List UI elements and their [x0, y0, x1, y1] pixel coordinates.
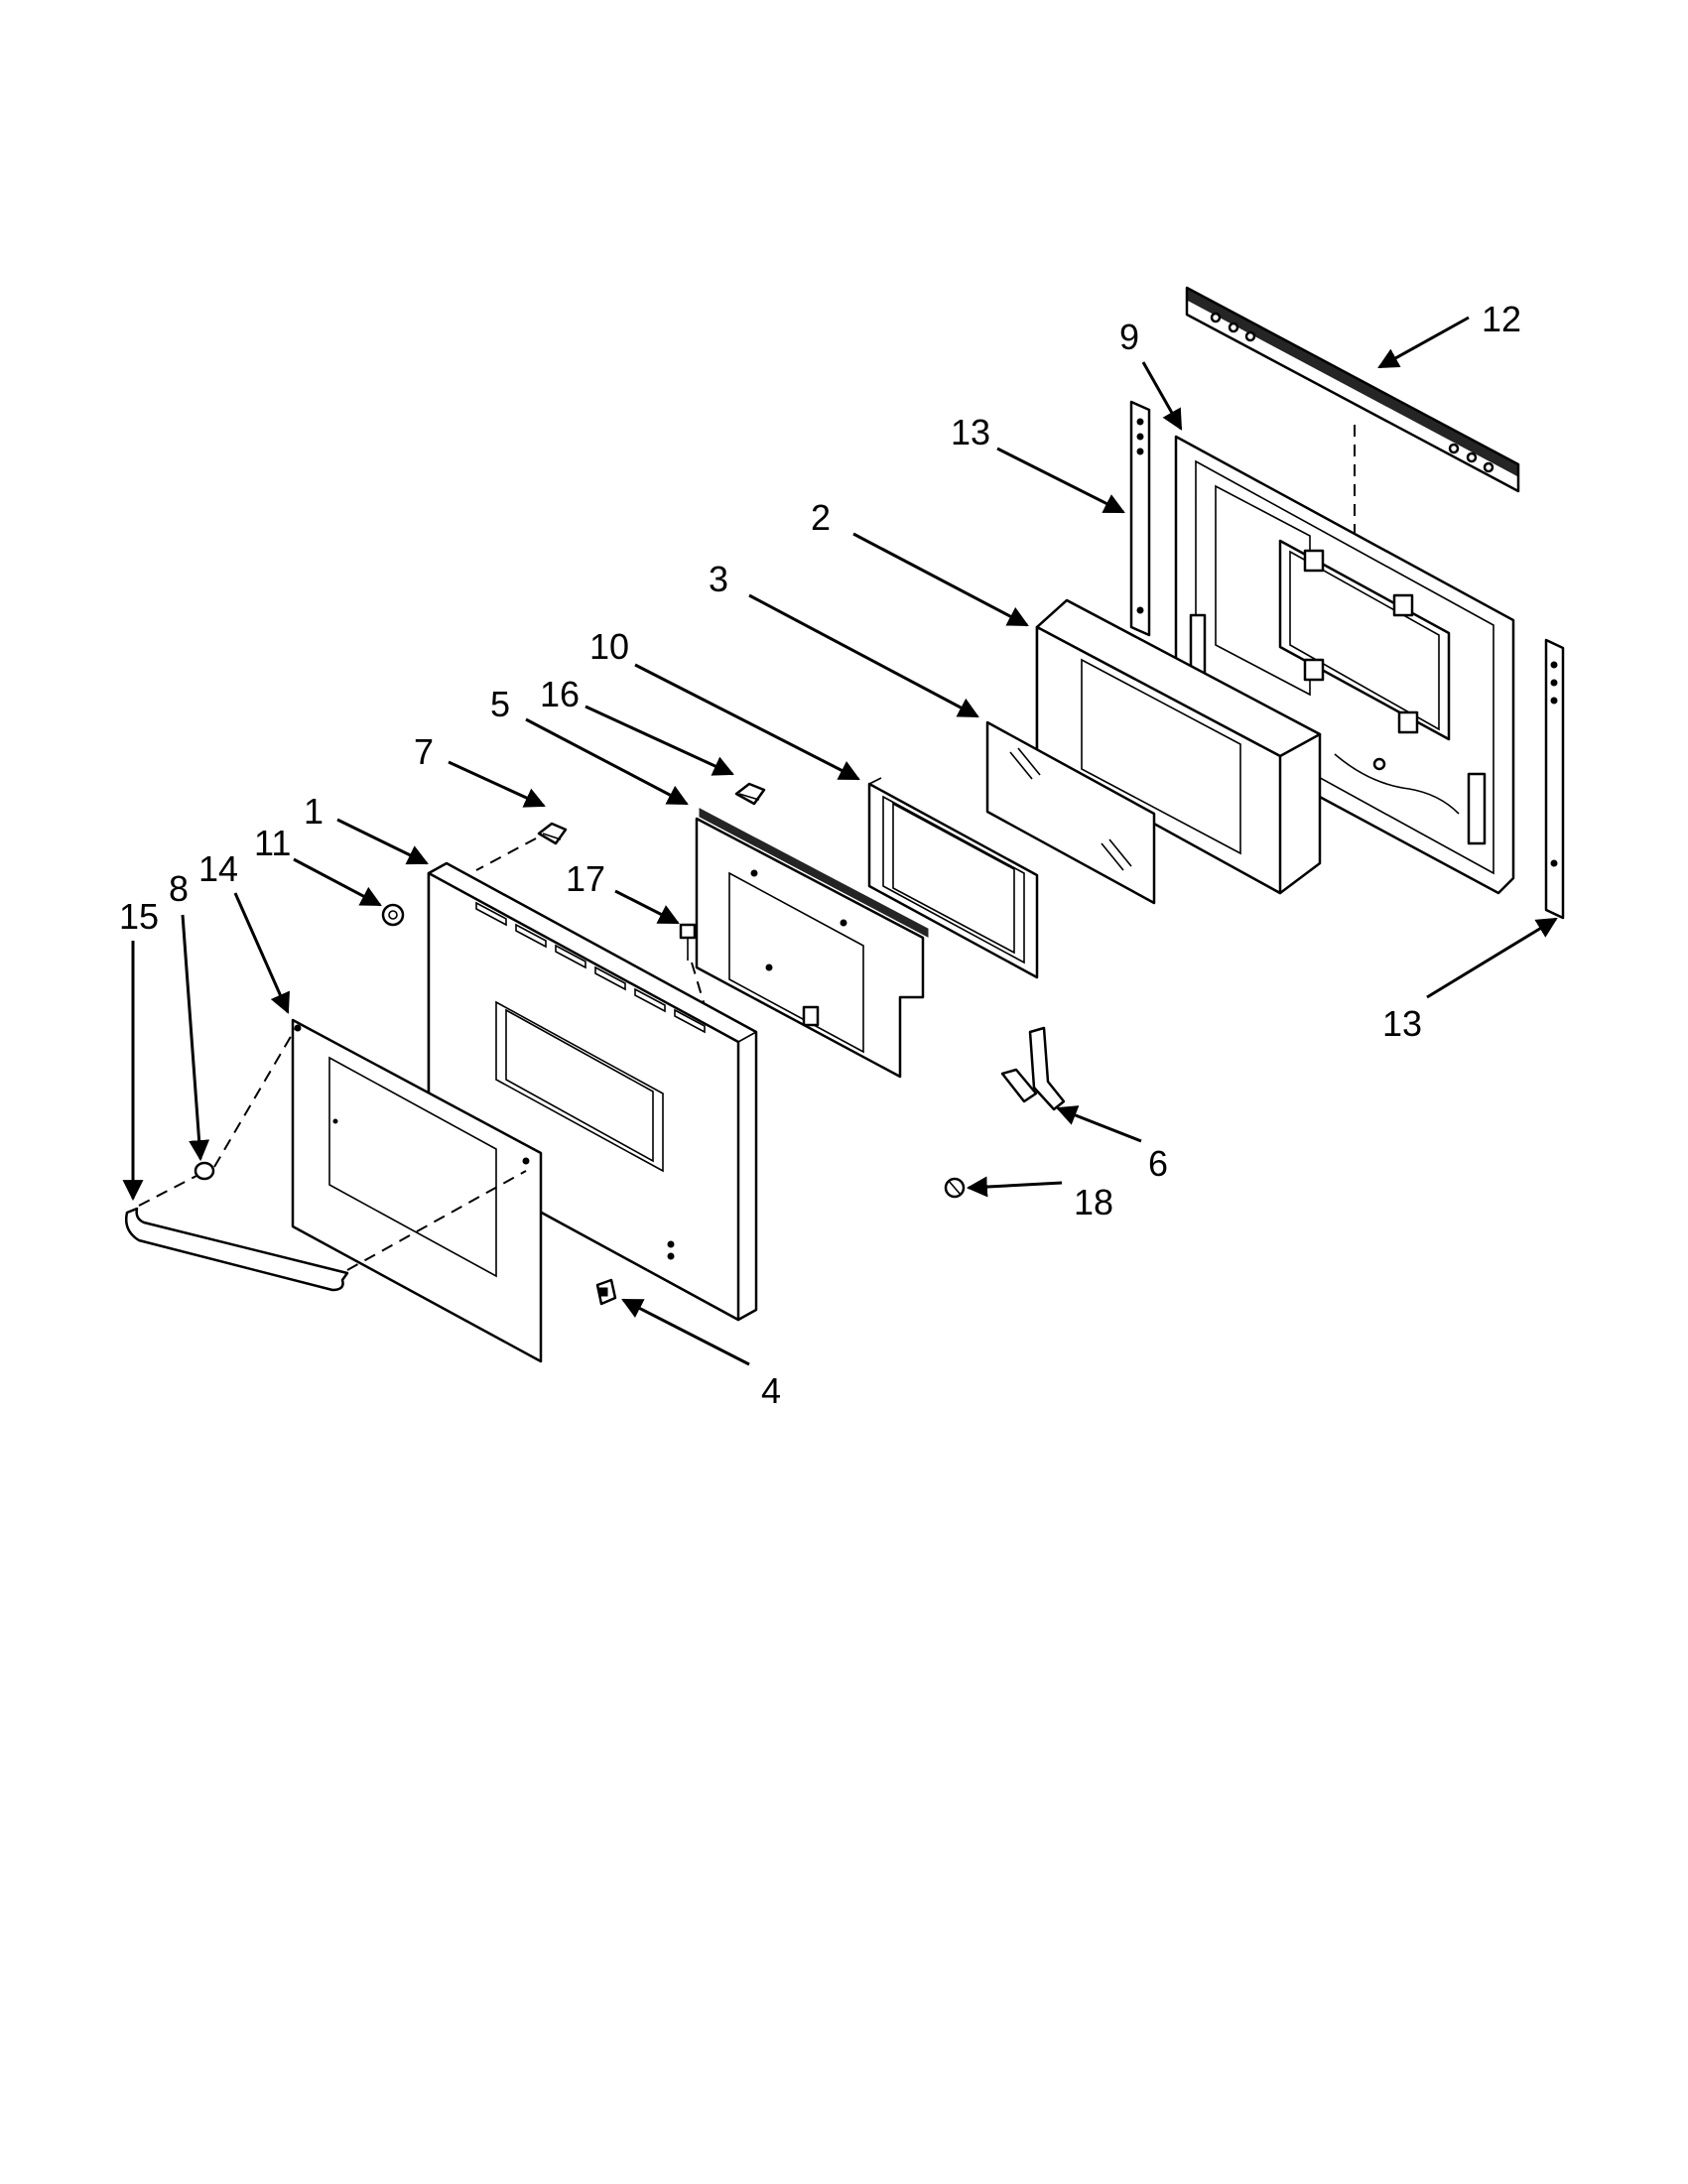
- part-1-outer-door: [427, 861, 758, 1322]
- part-7-screw: [475, 822, 568, 871]
- part-12-top-bracket: [1185, 286, 1520, 536]
- callout-3: 3: [709, 559, 728, 599]
- callout-13-right: 13: [1382, 1003, 1422, 1044]
- part-13-right-strip: [1544, 638, 1565, 920]
- part-15-handle: [125, 1170, 527, 1292]
- callout-11: 11: [254, 823, 291, 863]
- callout-2: 2: [811, 497, 831, 538]
- part-8-spacer: [194, 1027, 297, 1181]
- callout-14: 14: [198, 848, 238, 889]
- part-4-clip: [595, 1278, 617, 1306]
- part-6-hinge: [1000, 1026, 1066, 1111]
- callout-8: 8: [169, 868, 189, 909]
- callout-labels: 12 9 13 2 3 10 16 5 7 1 11 17 14 8 15 13…: [119, 299, 1521, 1411]
- part-16-screw: [734, 782, 766, 806]
- callout-10: 10: [589, 626, 629, 667]
- callout-18: 18: [1074, 1182, 1113, 1222]
- callout-9: 9: [1119, 317, 1139, 357]
- leader-lines: [122, 316, 1558, 1366]
- callout-17: 17: [566, 858, 605, 899]
- part-18-screw: [944, 1177, 966, 1199]
- callout-5: 5: [490, 684, 510, 724]
- callout-6: 6: [1148, 1143, 1168, 1184]
- part-13-left-strip: [1129, 400, 1151, 637]
- part-10-glass-pack: [867, 777, 1039, 979]
- part-3-glass: [985, 720, 1156, 905]
- callout-1: 1: [304, 791, 324, 832]
- callout-15: 15: [119, 896, 159, 937]
- vent-slots: [475, 901, 706, 1034]
- part-5-inner-panel: [695, 808, 929, 1079]
- callout-4: 4: [761, 1370, 781, 1411]
- callout-13-left: 13: [951, 412, 990, 452]
- part-9-inner-door-panel: [1174, 435, 1515, 895]
- callout-16: 16: [540, 674, 580, 714]
- part-14-outer-glass: [291, 1018, 543, 1363]
- callout-7: 7: [414, 731, 434, 772]
- part-17-screw: [679, 923, 711, 1023]
- part-11-nut: [381, 903, 405, 927]
- callout-12: 12: [1482, 299, 1521, 339]
- part-2-door-frame: [1035, 598, 1322, 895]
